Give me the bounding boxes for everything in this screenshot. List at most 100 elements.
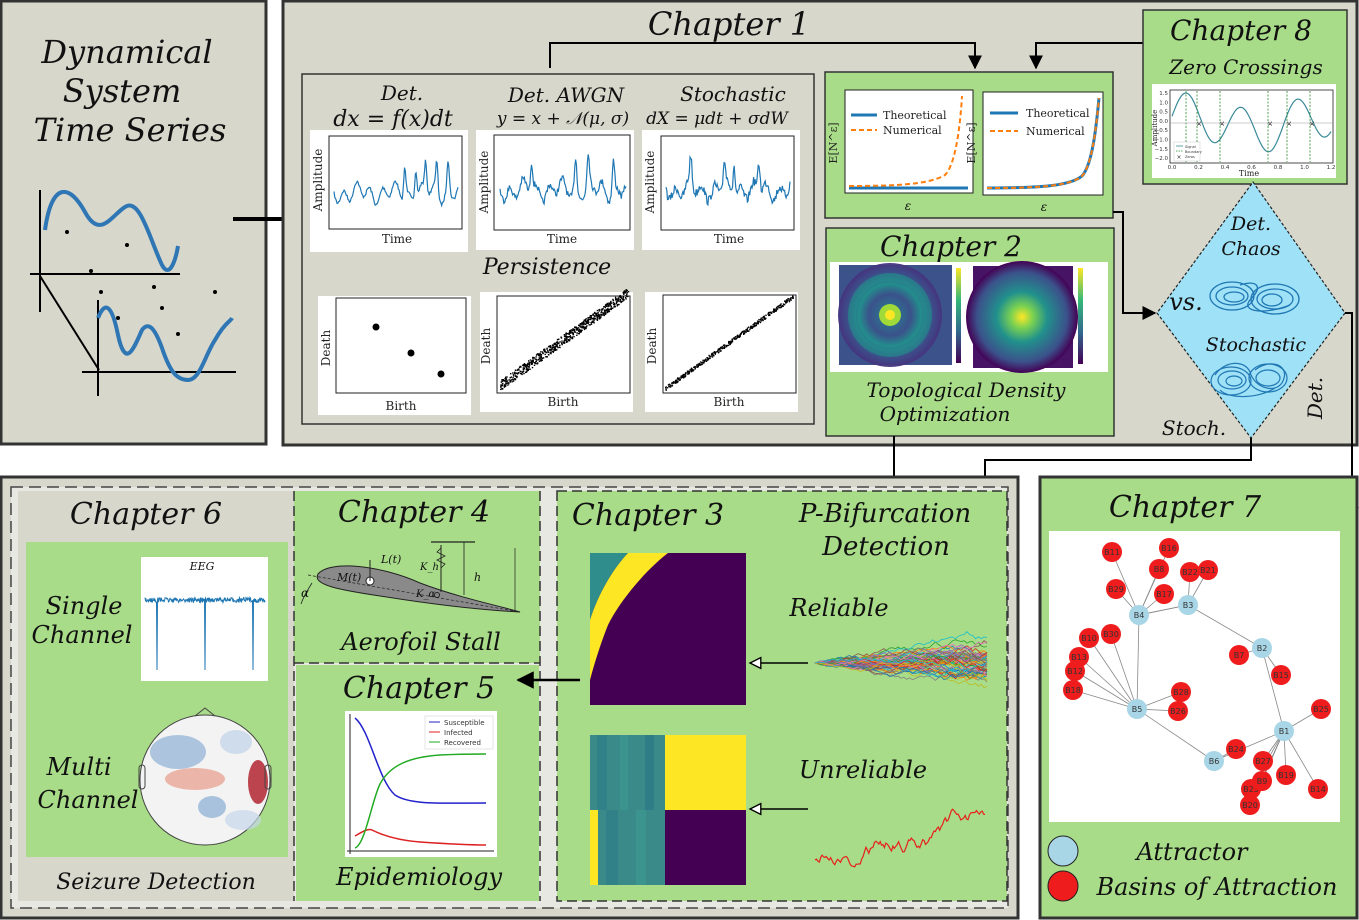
ts-line-awgn — [499, 154, 627, 206]
ch8-legend-signal: Signal — [1185, 145, 1196, 149]
graph-node-label: B23 — [1243, 785, 1259, 794]
pd-awgn-xlabel: Birth — [548, 395, 579, 409]
chaos-stochastic-label: Stochastic — [1206, 334, 1307, 356]
ch8-xtick: 0.0 — [1168, 165, 1177, 171]
chaos-chaos-label: Chaos — [1221, 238, 1281, 260]
graph-node-label: B29 — [1108, 585, 1124, 594]
density-plot-ring — [830, 262, 970, 372]
graph-node — [1102, 542, 1122, 562]
chaos-stoch-label: Stoch. — [1162, 416, 1226, 440]
ts-plot-stochastic: Amplitude Time — [642, 130, 800, 250]
legend-attractor-marker — [1047, 835, 1079, 867]
eps-label-right: ε — [1041, 200, 1047, 214]
chapter4-title: Chapter 4 — [338, 495, 490, 530]
pd-det: Death Birth — [318, 296, 471, 415]
graph-node-label: B1 — [1279, 727, 1290, 736]
legend-recovered: Recovered — [444, 739, 481, 747]
ch8-ytick: −0.5 — [1155, 128, 1169, 134]
graph-node-label: B24 — [1228, 745, 1244, 754]
density-plot-core — [966, 261, 1108, 373]
single-channel-line-1: Single — [46, 592, 123, 620]
stochastic-attractor — [1210, 362, 1288, 398]
graph-node-label: B2 — [1257, 644, 1268, 653]
graph-node-label: B9 — [1257, 777, 1268, 786]
pd-det-ylabel: Death — [319, 330, 333, 367]
graph-node-label: B13 — [1071, 653, 1087, 662]
graph-node — [1311, 699, 1331, 719]
svg-text:×: × — [1267, 120, 1273, 128]
graph-node — [1229, 645, 1249, 665]
panel-awgn-title: Det. AWGN — [507, 83, 626, 107]
aerofoil-Ka: K_α — [415, 589, 435, 600]
ch8-ytick: −1.5 — [1155, 147, 1169, 153]
time-series-sketch — [30, 189, 236, 396]
panel-stochastic: Stochastic dX = μdt + σdW — [646, 82, 789, 129]
intro-line-2: System — [63, 72, 182, 110]
reliable-label: Reliable — [788, 594, 888, 622]
ch8-ytick: −1.0 — [1155, 138, 1169, 144]
pd-det-xlabel: Birth — [386, 399, 417, 413]
chapter1-title: Chapter 1 — [648, 5, 810, 43]
graph-node — [1127, 699, 1147, 719]
aerofoil-alpha: α — [301, 586, 309, 600]
unreliable-trajectory — [814, 808, 986, 868]
legend-attractor: Attractor — [1135, 838, 1250, 866]
graph-node-label: B21 — [1200, 566, 1216, 575]
svg-text:×: × — [1286, 120, 1292, 128]
multi-channel-line-1: Multi — [45, 753, 111, 781]
legend-theoretical-left: Theoretical — [883, 109, 947, 122]
graph-node-label: B14 — [1310, 785, 1326, 794]
graph-node — [1129, 605, 1149, 625]
legend-numerical-right: Numerical — [1026, 125, 1085, 138]
bifurcation-map-unreliable — [590, 735, 746, 885]
pd-awgn-ylabel: Death — [479, 328, 493, 365]
graph-node-label: B17 — [1156, 590, 1172, 599]
graph-node-label: B5 — [1132, 705, 1143, 714]
chapter2-caption-1: Topological Density — [867, 378, 1067, 402]
graph-node — [1065, 661, 1085, 681]
intro-line-3: Time Series — [34, 111, 227, 149]
chapter8-ylabel: Amplitude — [1151, 110, 1159, 148]
svg-text:×: × — [1219, 120, 1225, 128]
graph-node-label: B20 — [1242, 801, 1258, 810]
panel-stoch-equation: dX = μdt + σdW — [646, 109, 789, 129]
legend-numerical-left: Numerical — [883, 124, 942, 137]
arrow-ch8-to-theoretical — [1029, 42, 1143, 70]
graph-node-label: B19 — [1278, 771, 1294, 780]
graph-node — [1252, 771, 1272, 791]
graph-node — [1079, 628, 1099, 648]
graph-node — [1276, 765, 1296, 785]
graph-node — [1159, 538, 1179, 558]
aerofoil-sketch: L(t) M(t) K_h K_α h α — [300, 541, 521, 613]
ch8-ytick: 1.0 — [1159, 100, 1168, 106]
graph-node — [1226, 739, 1246, 759]
chaos-det-label: Det. — [1230, 213, 1271, 235]
chapter5-caption: Epidemiology — [335, 863, 502, 891]
ts-stoch-xlabel: Time — [714, 232, 744, 246]
legend-susceptible: Susceptible — [444, 719, 485, 727]
legend-theoretical-right: Theoretical — [1026, 107, 1090, 120]
graph-node-label: B10 — [1081, 634, 1097, 643]
aerofoil-L: L(t) — [380, 553, 401, 566]
chapter4-caption: Aerofoil Stall — [339, 628, 501, 656]
graph-node — [1178, 595, 1198, 615]
ch8-xtick: 0.8 — [1274, 165, 1283, 171]
chaos-det-side-label: Det. — [1303, 377, 1327, 420]
panel-det-title: Det. — [380, 81, 423, 105]
chapter8-title: Chapter 8 — [1170, 14, 1312, 47]
graph-node-label: B3 — [1183, 601, 1194, 610]
pd-awgn: Death Birth — [479, 289, 633, 412]
eeg-topomap — [138, 707, 272, 846]
intro-line-1: Dynamical — [40, 33, 212, 71]
ch8-xtick: 0.6 — [1247, 165, 1256, 171]
ch8-xtick: 1.0 — [1300, 165, 1309, 171]
chapter2-title: Chapter 2 — [880, 230, 1022, 263]
graph-node-label: B6 — [1209, 757, 1220, 766]
graph-node — [1253, 751, 1273, 771]
chapter3-box: Chapter 3 P-Bifurcation Detection Reliab… — [556, 490, 1008, 902]
graph-node-label: B12 — [1067, 667, 1083, 676]
graph-node — [1149, 559, 1169, 579]
ch8-ytick: 1.5 — [1159, 91, 1168, 97]
lorenz-attractor — [1209, 281, 1300, 315]
